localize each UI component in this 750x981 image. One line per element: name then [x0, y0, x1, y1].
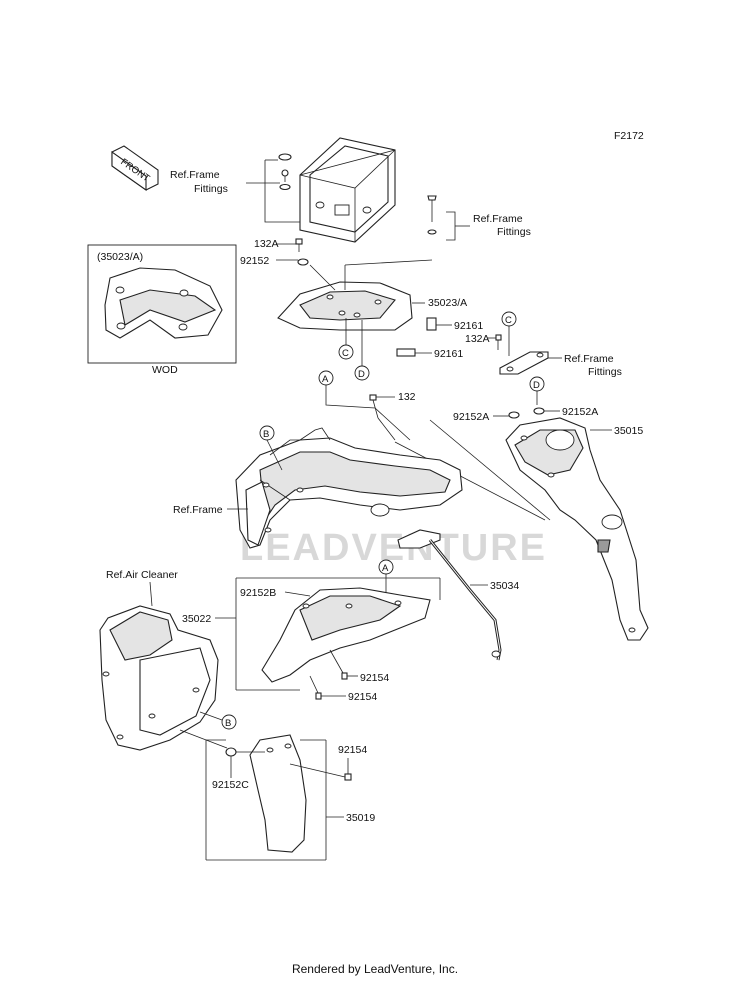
fittings-label-1: Fittings: [194, 183, 228, 195]
ref-frame-label-2: Ref.Frame: [473, 213, 523, 225]
inner-fender-35022: [261, 587, 431, 683]
callout-d1-text: D: [358, 369, 365, 380]
ref-air-cleaner-label: Ref.Air Cleaner: [106, 569, 178, 581]
bolt-132A-top: [276, 238, 309, 266]
washer-92152C: [179, 729, 265, 778]
label-92154-c: 92154: [338, 744, 367, 756]
label-132A-right: 132A: [465, 333, 490, 345]
callout-c2-text: C: [505, 315, 512, 326]
group-box-35019: [205, 739, 327, 861]
washer-92152A-right: [533, 407, 545, 415]
callout-d1: [354, 365, 370, 381]
label-35015: 35015: [614, 425, 643, 437]
fitting-parts-right: [427, 195, 470, 241]
callout-c1: [338, 344, 354, 360]
label-92152C: 92152C: [212, 779, 249, 791]
fitting-parts-left: [246, 153, 305, 223]
ref-frame-label-3: Ref.Frame: [564, 353, 614, 365]
label-132A-top: 132A: [254, 238, 279, 250]
rear-fender-35015: [505, 417, 649, 641]
seat-cowl: [277, 259, 433, 331]
diagram-code: F2172: [614, 130, 644, 142]
footer-credit: Rendered by LeadVenture, Inc.: [291, 962, 459, 976]
washer-92152A-left: [508, 411, 520, 419]
callout-d2-text: D: [533, 380, 540, 391]
label-92152B: 92152B: [240, 587, 276, 599]
grommet-92161-b: [396, 348, 432, 357]
label-92152A-left: 92152A: [453, 411, 489, 423]
label-35019: 35019: [346, 812, 375, 824]
label-92152A-right: 92152A: [562, 406, 598, 418]
callout-b1-text: B: [263, 429, 269, 440]
fittings-label-2: Fittings: [497, 226, 531, 238]
label-92154-b: 92154: [348, 691, 377, 703]
ref-frame-label-main: Ref.Frame: [173, 504, 223, 516]
watermark: LEADVENTURE: [240, 527, 547, 569]
bolt-92154-a: [329, 649, 358, 680]
ref-frame-label-1: Ref.Frame: [170, 169, 220, 181]
front-arrow-icon: FRONT: [111, 145, 159, 192]
bolt-92154-b: [309, 675, 346, 700]
bolt-132: [369, 394, 396, 441]
inset-caption: WOD: [152, 364, 178, 376]
main-frame: [235, 427, 463, 549]
bolt-92154-c: [289, 758, 352, 781]
callout-a1-text: A: [322, 374, 329, 385]
mount-bracket-right: [499, 351, 562, 375]
callout-a2-text: A: [382, 563, 389, 574]
inset-box: [87, 244, 237, 364]
bracket-35034: [397, 529, 502, 661]
seat-cowl-box: [299, 137, 396, 243]
label-132: 132: [398, 391, 416, 403]
label-35034: 35034: [490, 580, 519, 592]
callout-c1-text: C: [342, 348, 349, 359]
air-cleaner-housing: [99, 605, 219, 751]
label-92152-top: 92152: [240, 255, 269, 267]
label-92161-a: 92161: [454, 320, 483, 332]
callout-b2: [221, 714, 237, 730]
grommet-92161-a: [426, 317, 452, 331]
fittings-label-3: Fittings: [588, 366, 622, 378]
callout-b2-text: B: [225, 718, 231, 729]
label-35022: 35022: [182, 613, 211, 625]
label-35023A: 35023/A: [428, 297, 467, 309]
mudguard-35019: [249, 734, 344, 853]
label-92161-b: 92161: [434, 348, 463, 360]
label-92154-a: 92154: [360, 672, 389, 684]
inset-title: (35023/A): [97, 251, 143, 263]
bolt-132A-right: [487, 334, 502, 350]
group-box-35022: [235, 577, 441, 691]
